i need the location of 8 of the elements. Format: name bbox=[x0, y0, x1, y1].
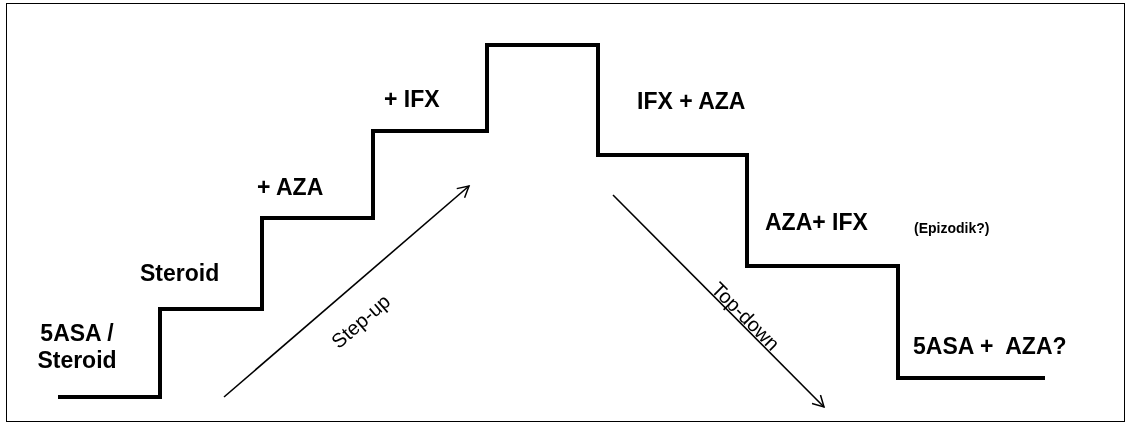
step-label: AZA+ IFX bbox=[765, 209, 868, 236]
step-label: 5ASA / Steroid bbox=[36, 320, 118, 374]
note-text: (Epizodik?) bbox=[914, 219, 990, 238]
step-label: Steroid bbox=[140, 260, 220, 287]
step-label: + IFX bbox=[384, 86, 440, 113]
step-label: IFX + AZA bbox=[637, 88, 746, 115]
step-label: 5ASA + AZA? bbox=[913, 333, 1067, 360]
step-label: + AZA bbox=[257, 174, 324, 201]
